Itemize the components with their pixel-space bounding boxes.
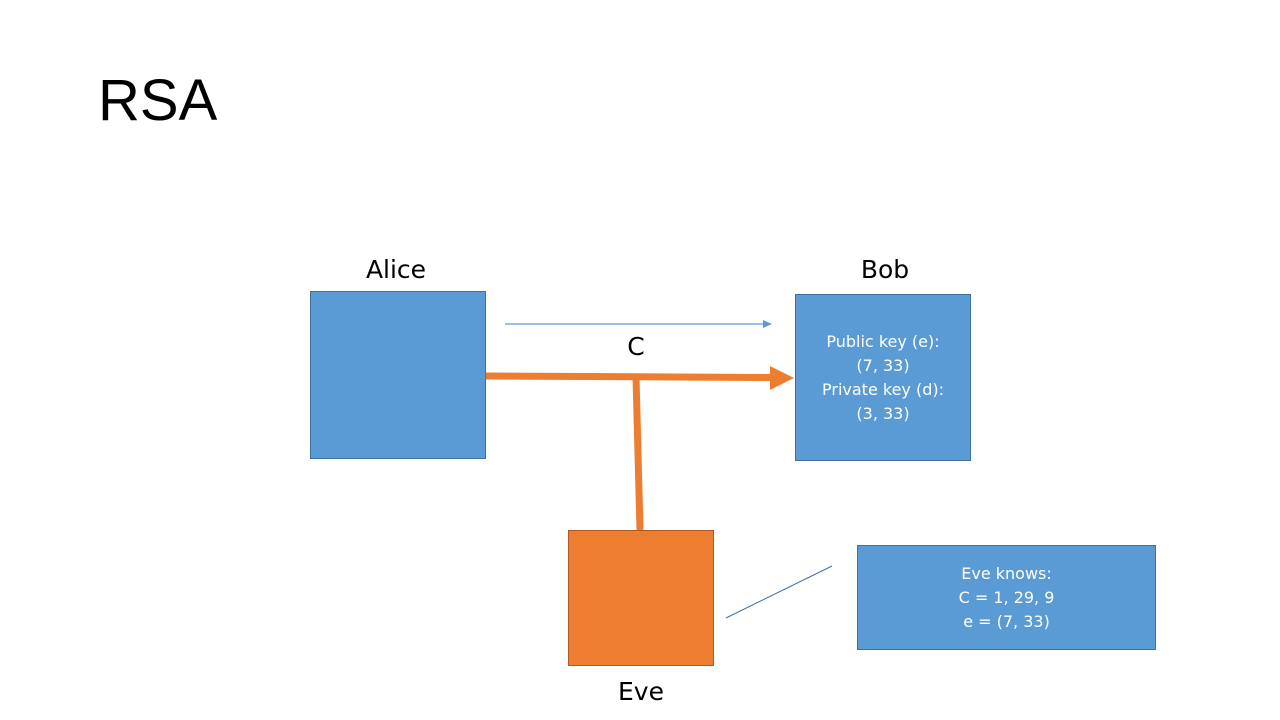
- bob-private-key-label: Private key (d):: [822, 379, 944, 399]
- bob-public-key-value: (7, 33): [856, 355, 910, 375]
- eve-label: Eve: [618, 677, 664, 706]
- eve-knows-heading: Eve knows:: [961, 563, 1052, 583]
- eve-knows-box: Eve knows: C = 1, 29, 9 e = (7, 33): [857, 545, 1156, 650]
- eve-knows-ciphertext: C = 1, 29, 9: [958, 587, 1055, 607]
- thick-arrow-line: [485, 372, 773, 381]
- bob-key-box: Public key (e): (7, 33) Private key (d):…: [795, 294, 971, 461]
- alice-label: Alice: [365, 255, 427, 284]
- bob-label: Bob: [860, 255, 910, 284]
- callout-line: [725, 565, 833, 619]
- thick-arrow-head: [770, 366, 794, 390]
- eve-box: [568, 530, 714, 666]
- eve-knows-public-key: e = (7, 33): [963, 611, 1050, 631]
- bob-public-key-label: Public key (e):: [826, 331, 940, 351]
- bob-private-key-value: (3, 33): [856, 403, 910, 423]
- message-label: C: [627, 332, 645, 361]
- thin-arrow-head: [763, 320, 772, 328]
- eavesdrop-line: [632, 376, 644, 531]
- alice-box: [310, 291, 486, 459]
- slide-title: RSA: [98, 68, 218, 133]
